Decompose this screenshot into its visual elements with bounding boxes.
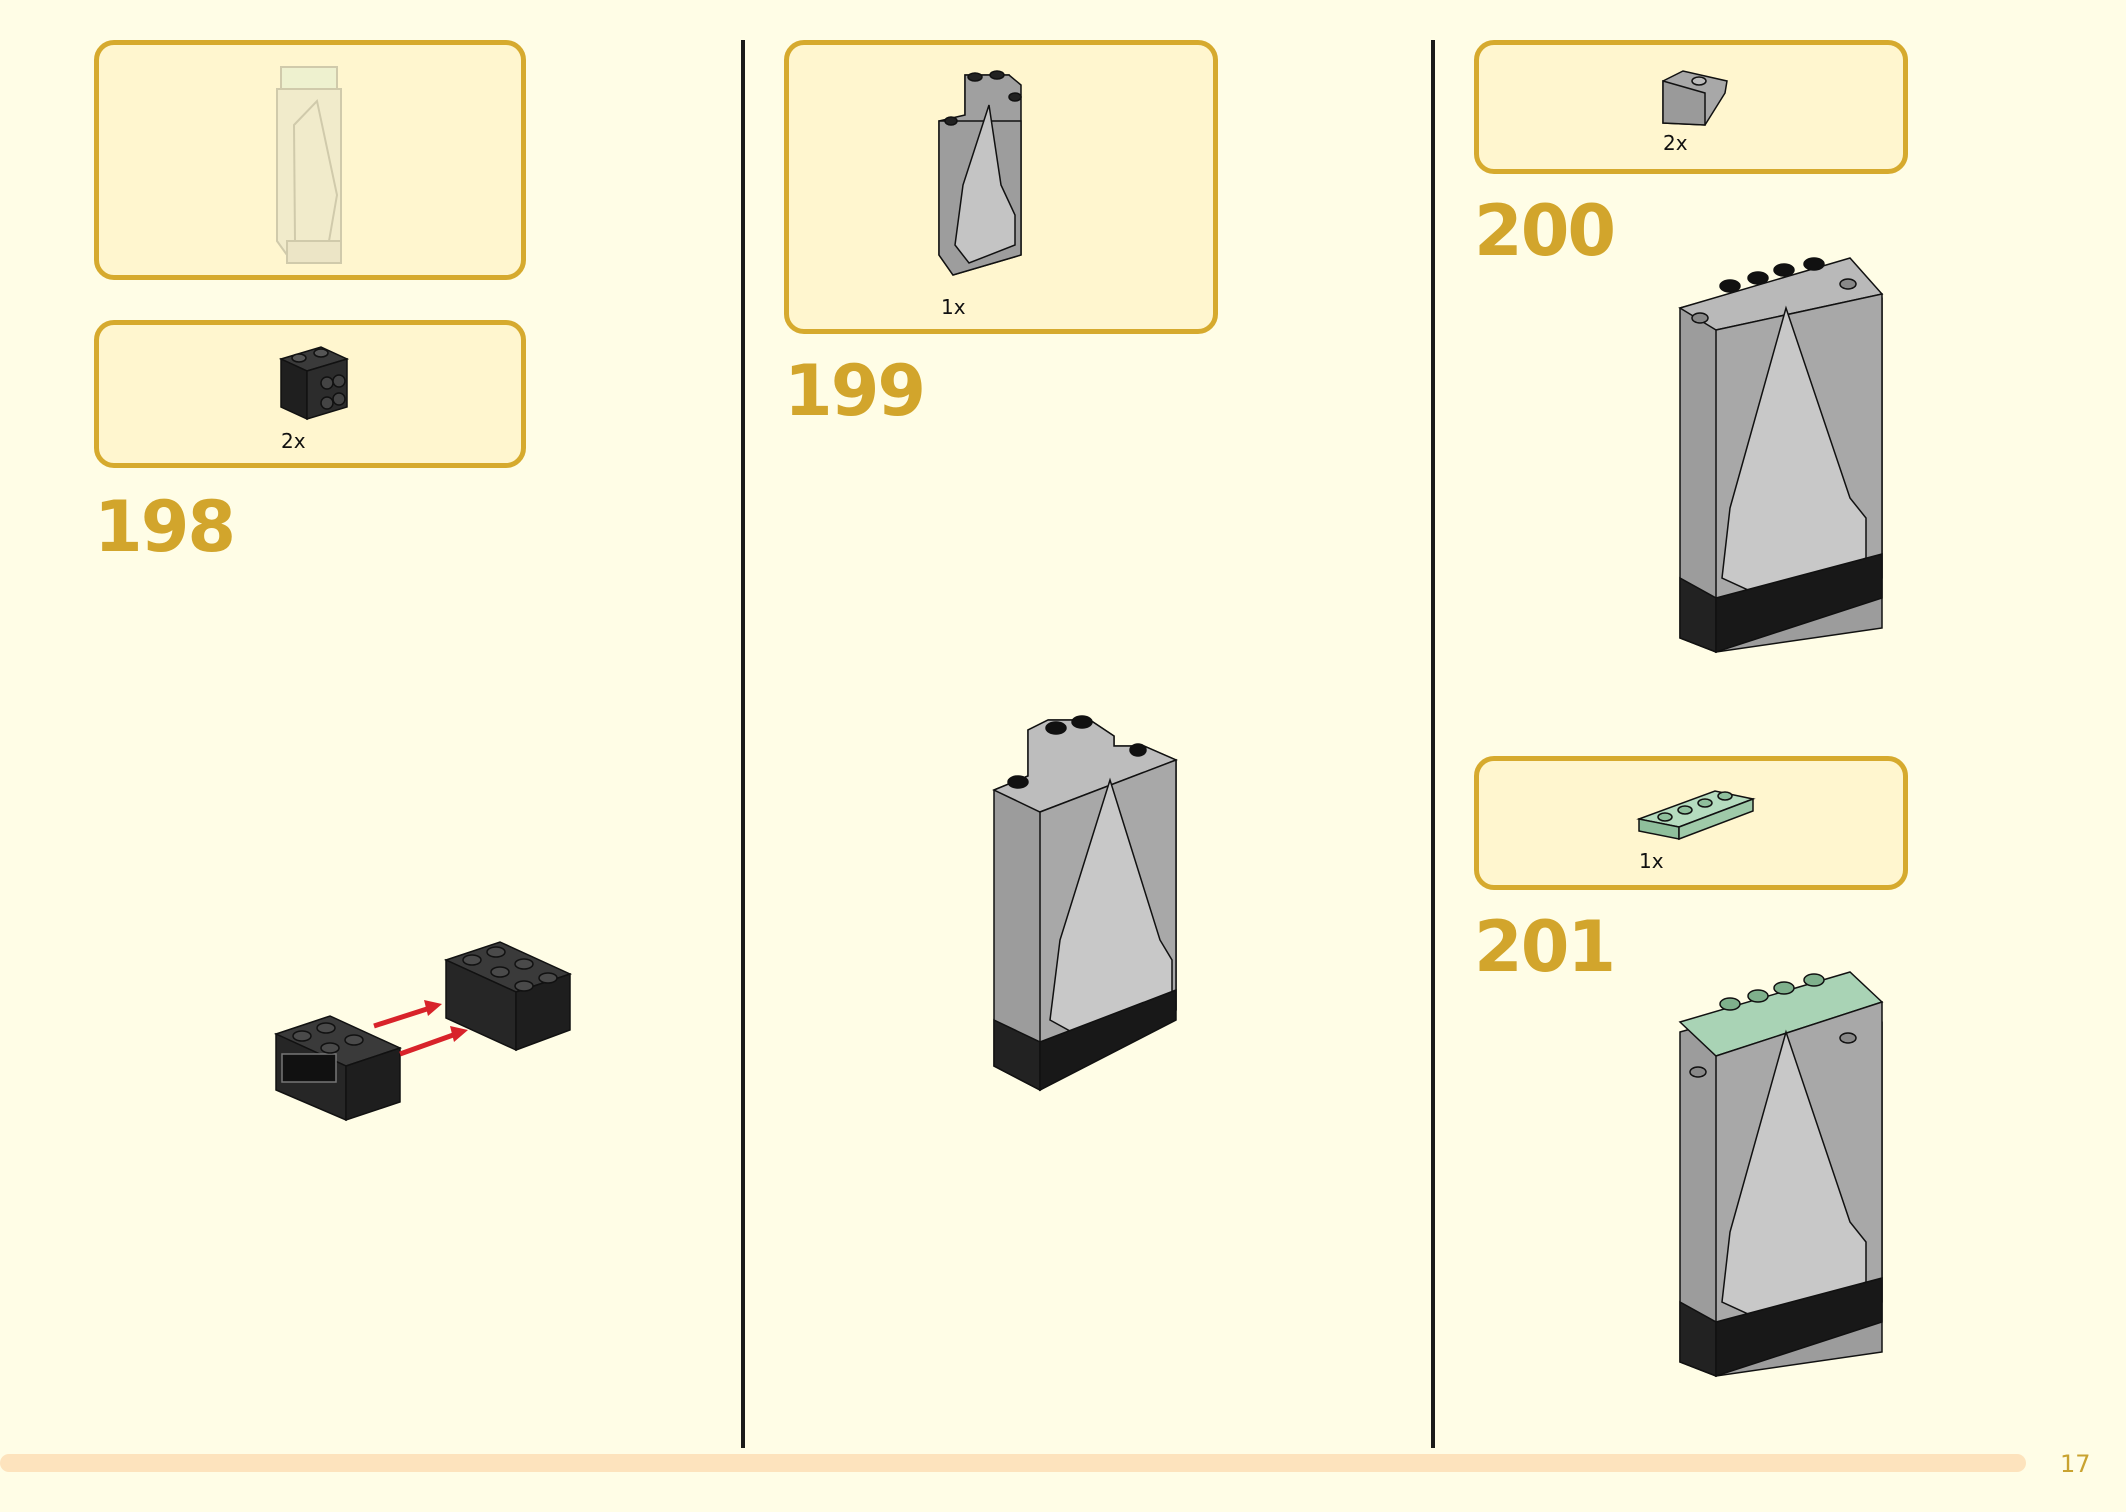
step-200-assembly-illustration: [1678, 257, 1884, 654]
step-number-200: 200: [1474, 190, 1616, 272]
step-number-201: 201: [1474, 906, 1616, 988]
step-201-assembly-illustration: [1678, 971, 1884, 1378]
part-quantity: 1x: [1639, 849, 1664, 873]
part-quantity: 2x: [281, 429, 306, 453]
step-number-199: 199: [784, 350, 926, 432]
column-divider-left: [741, 40, 745, 1448]
black-brick-2x2-part-icon: [278, 346, 350, 421]
step-199-assembly-illustration: [992, 715, 1178, 1092]
page-number: 17: [2060, 1450, 2091, 1478]
gray-rock-panel-part-icon: [938, 70, 1022, 276]
parts-callout-step-201: 1x: [1474, 756, 1908, 890]
parts-callout-step-198: 2x: [94, 320, 526, 468]
parts-callout-step-199: 1x: [784, 40, 1218, 334]
part-quantity: 1x: [941, 295, 966, 319]
faded-submodel-preview: [276, 66, 342, 264]
step-198-assembly-illustration: [273, 941, 573, 1122]
part-quantity: 2x: [1663, 131, 1688, 155]
step-number-198: 198: [94, 486, 236, 568]
green-plate-1x4-part-icon: [1636, 790, 1756, 841]
submodel-reference-callout: [94, 40, 526, 280]
gray-slope-part-icon: [1662, 70, 1728, 126]
column-divider-right: [1431, 40, 1435, 1448]
parts-callout-step-200: 2x: [1474, 40, 1908, 174]
progress-bar: [0, 1454, 2026, 1472]
